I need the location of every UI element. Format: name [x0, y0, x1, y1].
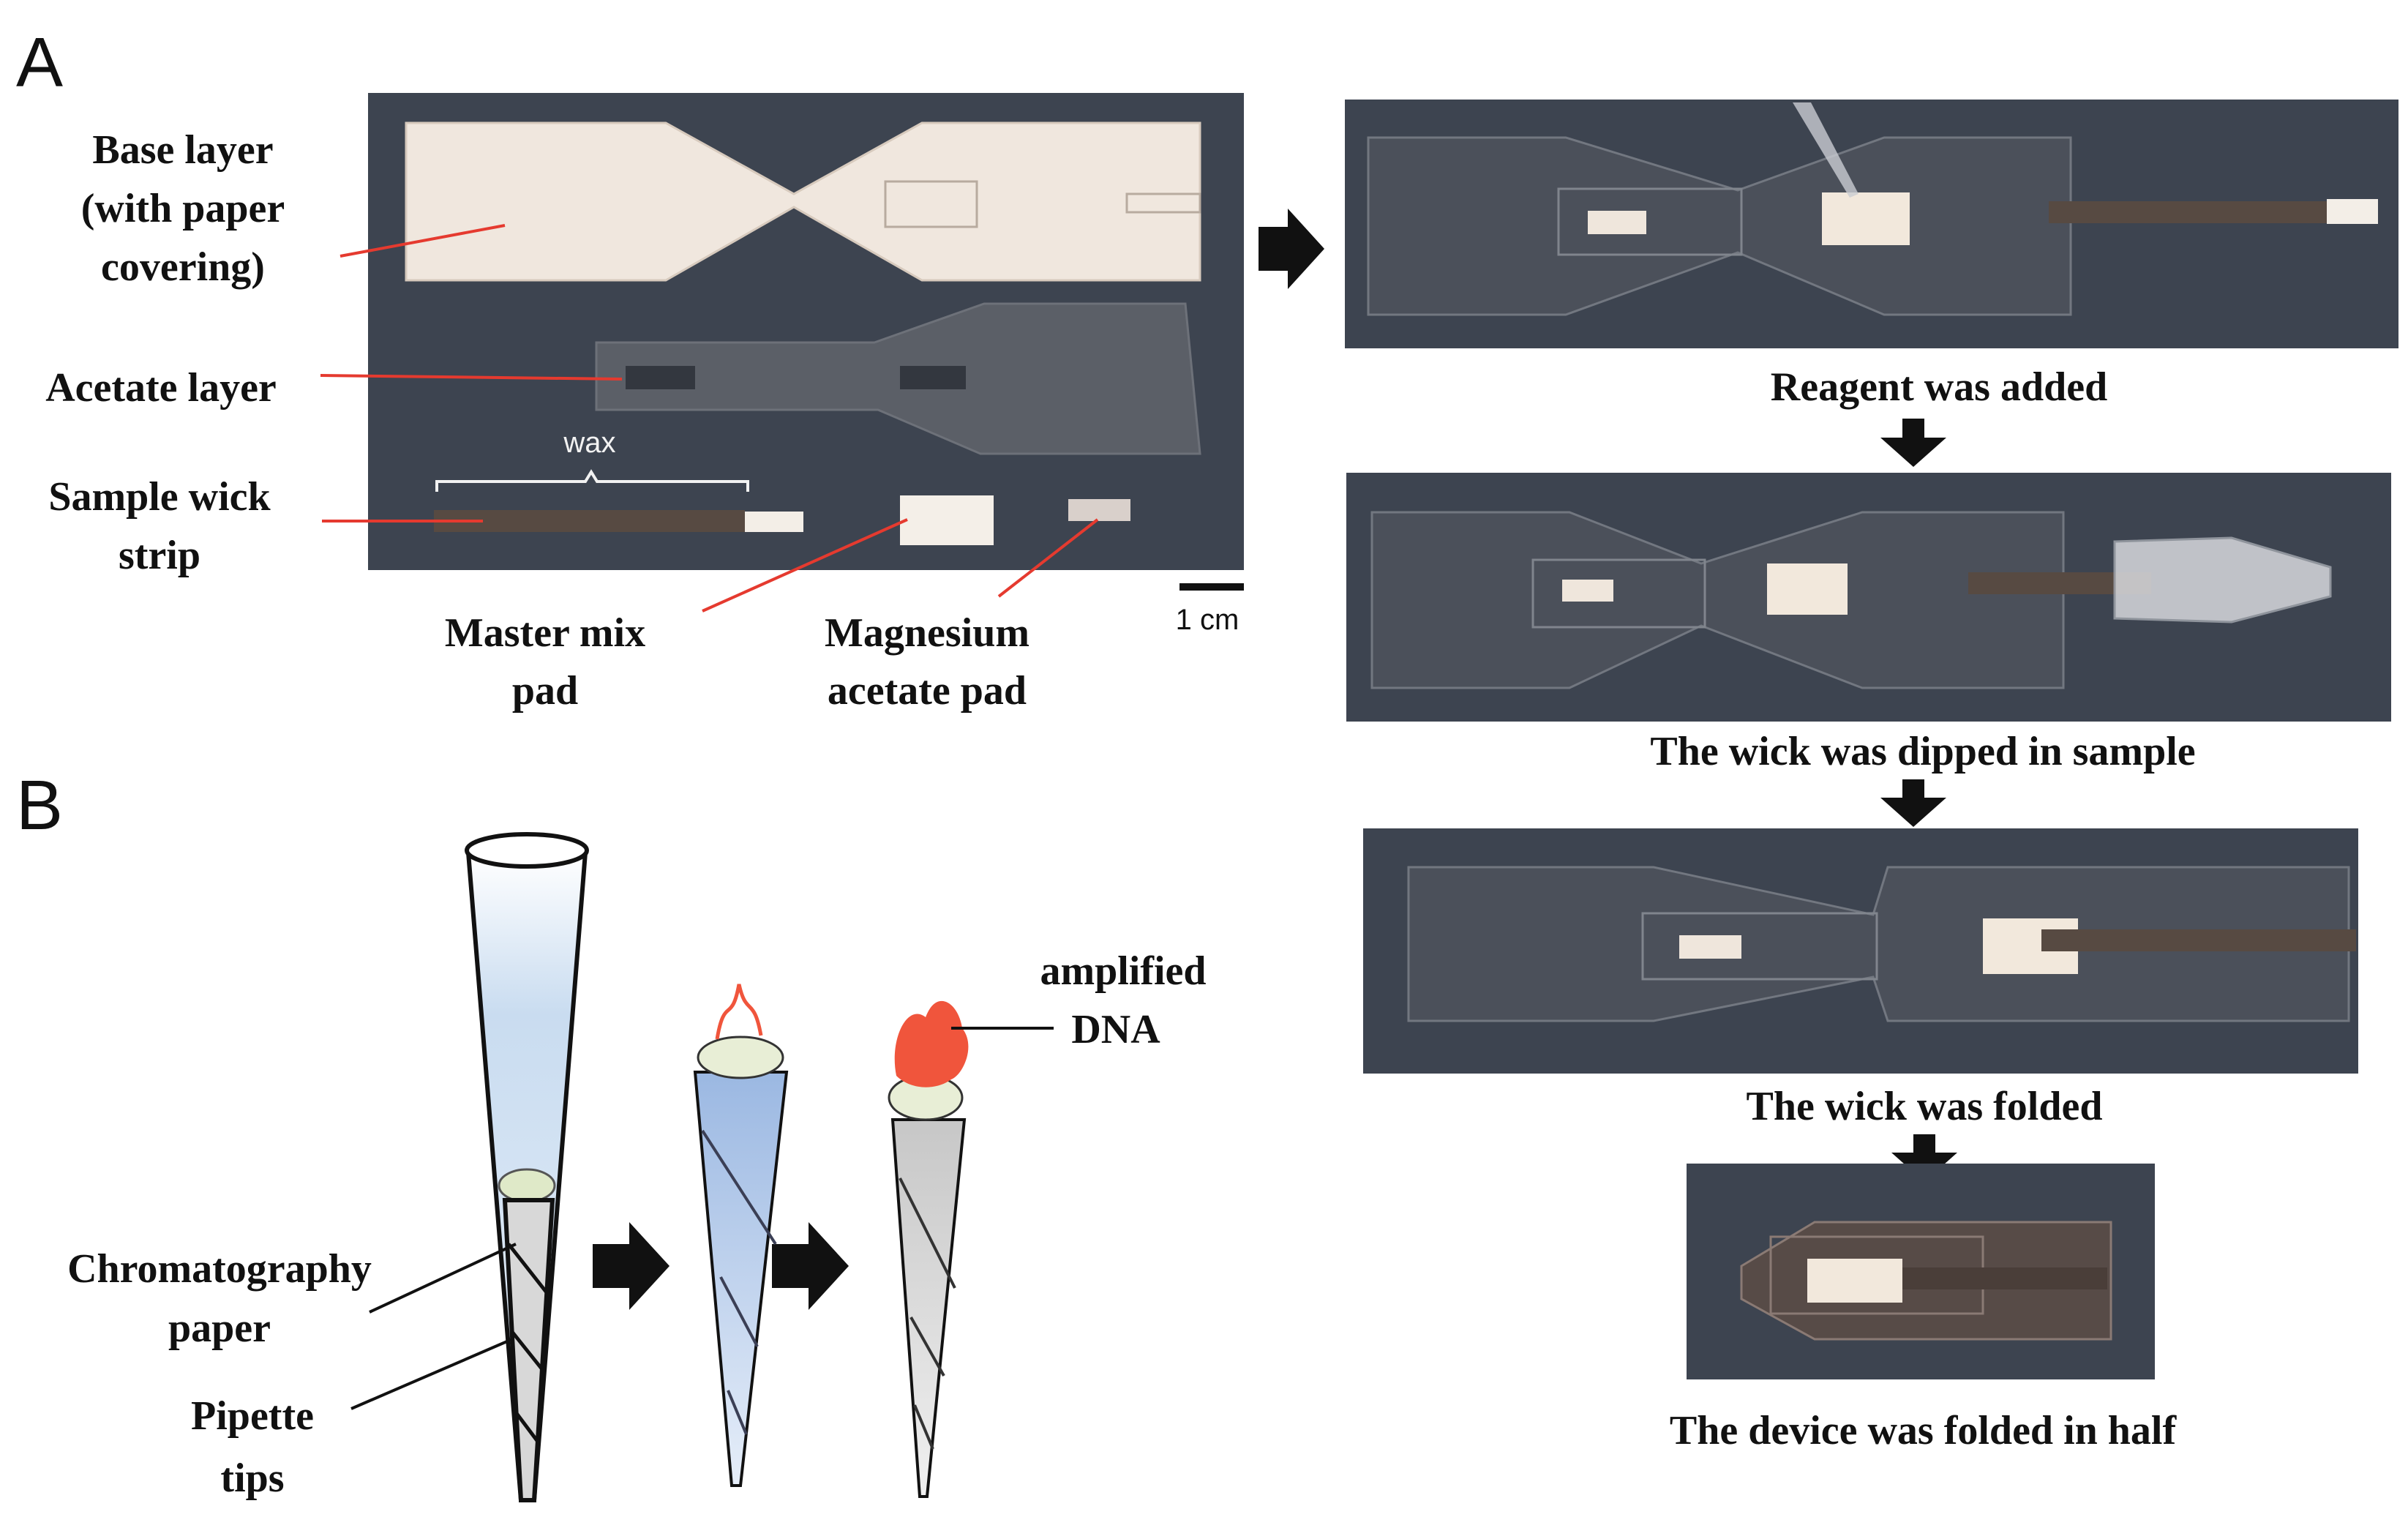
step4-pad: [1807, 1259, 1902, 1303]
magnesium-pad-shape: [1068, 499, 1130, 521]
pipette-tip-3: [888, 1000, 969, 1498]
acetate-layer-shape: [595, 302, 1201, 455]
pipette-1-hatching: [507, 1243, 550, 1443]
pipette-tips-pointer: [350, 1338, 513, 1410]
sample-wick-label-line1: Sample wick: [48, 474, 271, 520]
chromatography-label-line2: paper: [168, 1306, 271, 1351]
step1-photo: [1345, 100, 2398, 348]
base-layer-label-line2: (with paper: [81, 186, 285, 231]
step3-pad-small: [1679, 935, 1741, 959]
sample-wick-strip-wax: [434, 510, 745, 532]
acetate-window-2: [900, 366, 966, 389]
amplified-dna-blob: [894, 1000, 969, 1087]
wax-label: wax: [563, 427, 615, 459]
step1-pad-small: [1588, 211, 1646, 234]
step2-pocket: [1531, 558, 1706, 629]
step1-pocket: [1557, 187, 1743, 256]
step1-caption: Reagent was added: [1771, 364, 2107, 410]
chromatography-pointer: [369, 1243, 517, 1314]
acetate-window-1: [626, 366, 695, 389]
chromatography-label-line1: Chromatography: [67, 1246, 372, 1292]
amplified-dna-label-line2: DNA: [1071, 1007, 1160, 1052]
step3-photo: [1363, 828, 2358, 1074]
components-photo: [368, 93, 1244, 570]
base-layer-slot: [1125, 192, 1201, 214]
pipette-tips-label-line2: tips: [220, 1456, 284, 1501]
annotation-lines: [320, 224, 1099, 613]
pipette-tip-2: [693, 984, 789, 1487]
arrow-right-a: [1259, 209, 1324, 289]
magnesium-pointer: [997, 518, 1099, 598]
magnesium-label-line1: Magnesium: [825, 610, 1029, 656]
pipette-3-body: [890, 1118, 967, 1498]
arrow-down-1: [1880, 419, 1946, 467]
master-mix-pad-shape: [900, 495, 994, 545]
step3-wick: [2041, 929, 2356, 951]
arrow-down-3: [1891, 1134, 1957, 1182]
step1-pipette: [1793, 102, 1858, 198]
step2-pad-small: [1562, 580, 1613, 602]
panel-a-letter: A: [16, 23, 63, 102]
pipette-tips-label-line1: Pipette: [191, 1393, 314, 1439]
pipette-tip-1: [465, 832, 589, 1502]
acetate-layer-label: Acetate layer: [45, 365, 277, 411]
pipette-2-paper-plug: [697, 1035, 784, 1079]
panel-b-letter: B: [16, 766, 63, 844]
step1-wick: [2049, 201, 2327, 223]
step1-device: [1367, 136, 2072, 316]
base-layer-label-line3: covering): [101, 244, 265, 290]
step1-wick-end: [2327, 199, 2378, 224]
master-mix-label-line2: pad: [512, 668, 578, 714]
arrow-right-b1: [593, 1222, 669, 1310]
amplified-dna-label-line1: amplified: [1040, 948, 1206, 994]
step3-caption: The wick was folded: [1747, 1084, 2103, 1129]
sample-wick-strip-paper: [745, 512, 803, 532]
scale-bar: [1179, 583, 1244, 591]
step4-wick: [1902, 1267, 2107, 1289]
pipette-3-hatching: [899, 1177, 956, 1450]
step1-pad-large: [1822, 192, 1910, 245]
step4-caption: The device was folded in half: [1670, 1408, 2178, 1453]
magnesium-label-line2: acetate pad: [828, 668, 1027, 714]
sample-wick-label-line2: strip: [119, 533, 200, 578]
base-layer-shape: [405, 121, 1201, 282]
step4-photo: [1687, 1164, 2155, 1379]
base-layer-pointer: [340, 224, 506, 258]
step2-device: [1370, 511, 2065, 689]
arrow-right-b2: [772, 1222, 849, 1310]
base-layer-window: [884, 180, 978, 228]
step2-pad-large: [1767, 563, 1848, 615]
pipette-2-dna-trace: [715, 984, 763, 1040]
pipette-2-hatching: [701, 1129, 777, 1435]
master-mix-label-line1: Master mix: [445, 610, 645, 656]
pipette-1-paper-plug: [498, 1168, 556, 1203]
pipette-1-rim: [465, 832, 589, 869]
master-mix-pointer: [702, 518, 908, 613]
arrow-down-2: [1880, 779, 1946, 827]
step2-photo: [1346, 473, 2391, 722]
step2-sample-tube: [2113, 536, 2332, 623]
wax-brace: [435, 469, 749, 492]
step3-device: [1407, 866, 2350, 1022]
step2-caption: The wick was dipped in sample: [1650, 729, 2195, 774]
scale-bar-label: 1 cm: [1176, 604, 1239, 636]
step3-pocket: [1641, 912, 1878, 981]
acetate-layer-pointer: [320, 374, 623, 381]
base-layer-label-line1: Base layer: [92, 127, 273, 173]
